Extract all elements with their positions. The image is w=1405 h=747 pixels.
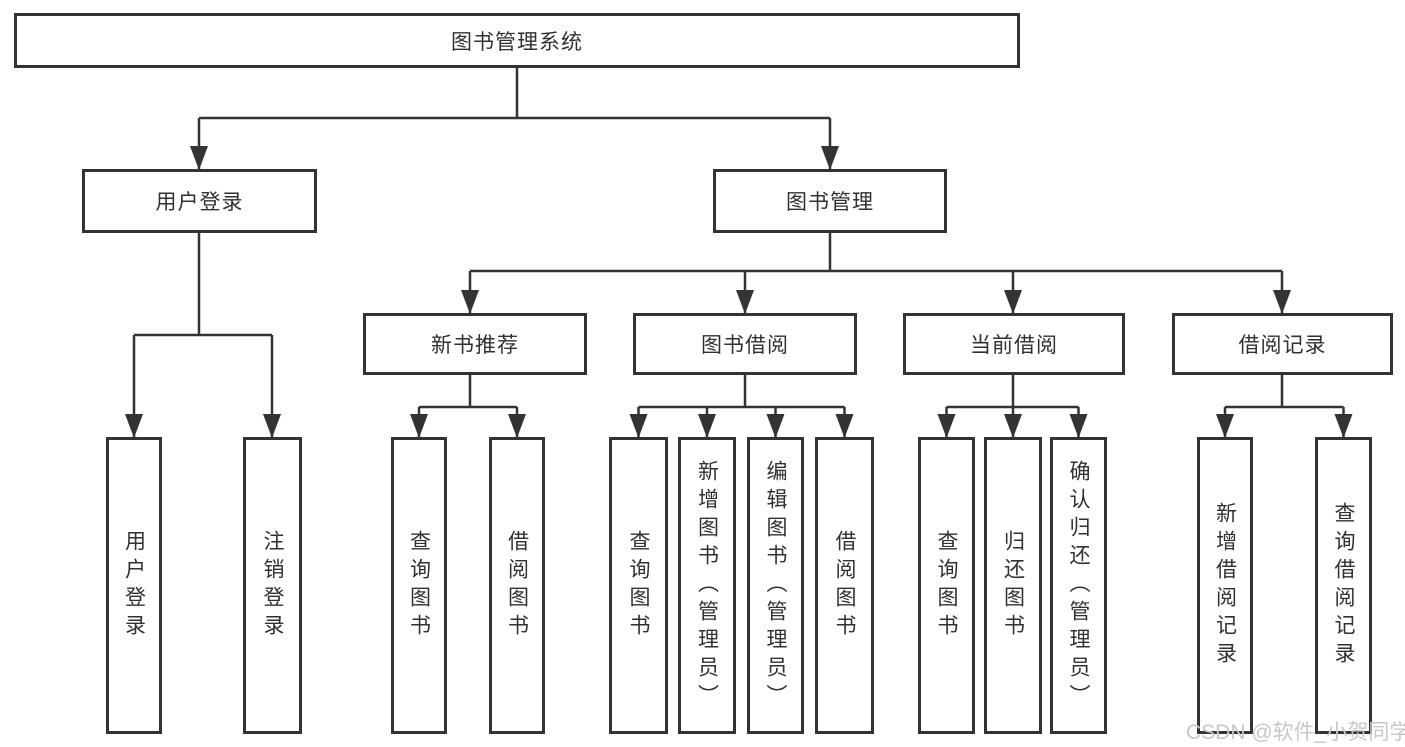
leaf-query-borrow-record-label: 查询借阅记录 [1332,501,1355,670]
leaf-query-books-3: 查询图书 [918,437,975,734]
node-user-login-label: 用户登录 [155,191,244,214]
leaf-add-books-admin-label: 新增图书（管理员） [695,459,719,712]
node-book-management-label: 图书管理 [786,191,874,214]
leaf-add-borrow-record-label: 新增借阅记录 [1213,501,1237,670]
node-book-management: 图书管理 [713,169,947,233]
node-current-borrowing: 当前借阅 [903,313,1125,375]
leaf-query-books-1-label: 查询图书 [407,529,431,642]
leaf-logout: 注销登录 [243,437,302,734]
leaf-query-books-3-label: 查询图书 [935,529,958,642]
node-current-borrowing-label: 当前借阅 [970,334,1058,357]
node-user-login: 用户登录 [82,169,317,233]
leaf-borrow-books-1: 借阅图书 [489,437,545,734]
leaf-query-books-2-label: 查询图书 [627,529,650,642]
leaf-add-books-admin: 新增图书（管理员） [678,437,736,734]
node-book-borrowing-label: 图书借阅 [701,334,789,357]
leaf-edit-books-admin-label: 编辑图书（管理员） [764,459,787,712]
leaf-edit-books-admin: 编辑图书（管理员） [747,437,804,734]
leaf-add-borrow-record: 新增借阅记录 [1197,437,1253,734]
node-new-book-recommend-label: 新书推荐 [431,334,519,357]
node-root-system: 图书管理系统 [14,13,1020,68]
node-borrow-records: 借阅记录 [1172,313,1393,375]
csdn-watermark: CSDN @软件_小贺同学 [1186,721,1405,744]
leaf-borrow-books-2: 借阅图书 [815,437,874,734]
leaf-query-books-2: 查询图书 [609,437,668,734]
leaf-user-login: 用户登录 [106,437,162,734]
leaf-return-books: 归还图书 [984,437,1042,734]
leaf-query-borrow-record: 查询借阅记录 [1315,437,1372,734]
node-book-borrowing: 图书借阅 [633,313,857,375]
leaf-logout-label: 注销登录 [261,529,284,642]
node-root-label: 图书管理系统 [451,30,583,54]
leaf-borrow-books-1-label: 借阅图书 [505,529,529,642]
leaf-return-books-label: 归还图书 [1001,529,1025,642]
leaf-confirm-return-admin-label: 确认归还（管理员） [1067,459,1090,712]
leaf-query-books-1: 查询图书 [391,437,447,734]
node-borrow-records-label: 借阅记录 [1238,334,1327,357]
leaf-borrow-books-2-label: 借阅图书 [833,529,856,642]
node-new-book-recommend: 新书推荐 [363,313,587,375]
leaf-user-login-label: 用户登录 [122,529,146,642]
leaf-confirm-return-admin: 确认归还（管理员） [1050,437,1107,734]
